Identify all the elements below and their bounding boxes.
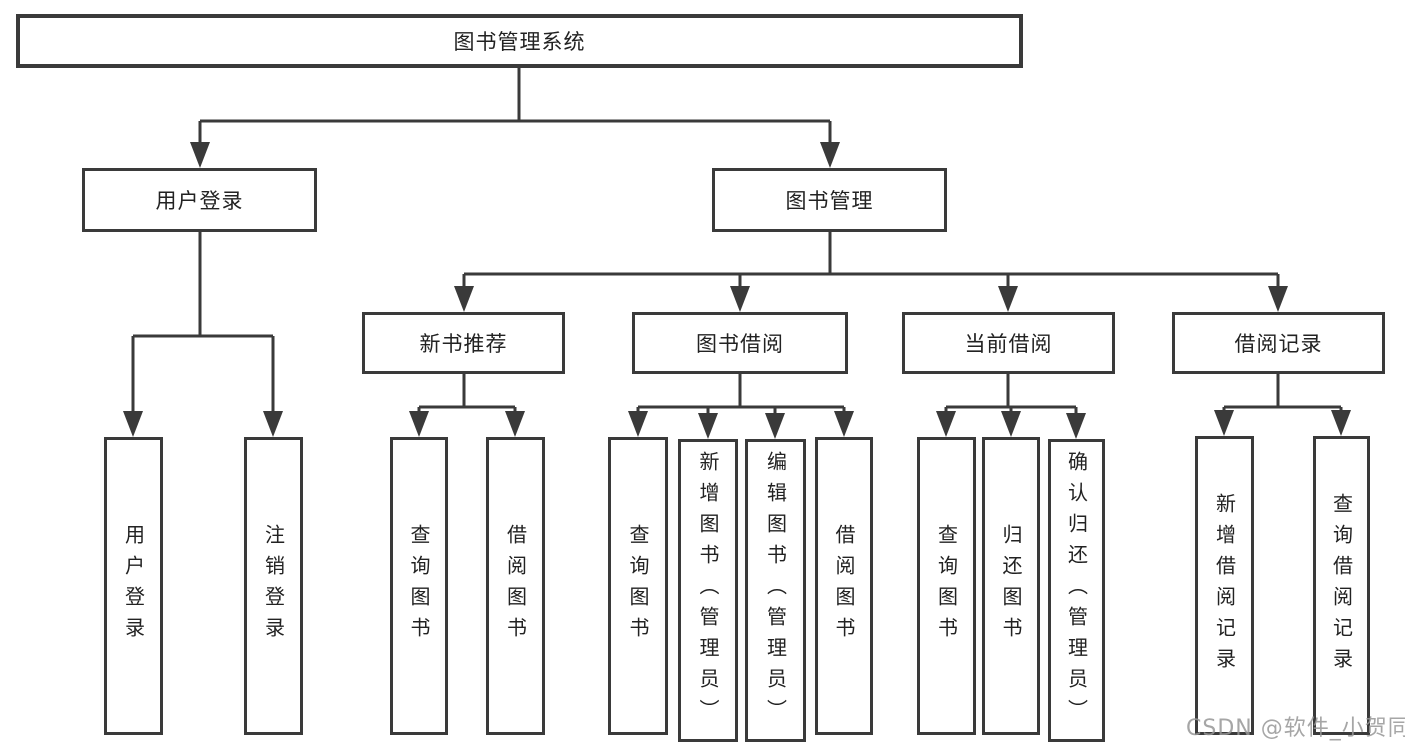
arrowhead-borrow [730, 286, 750, 312]
node-book-management: 图书管理 [712, 168, 947, 232]
leaf-br-add-record: 新增借阅记录 [1195, 436, 1254, 735]
arrowhead-rec-borrow [505, 411, 525, 437]
leaf-br-query-record: 查询借阅记录 [1313, 436, 1370, 735]
arrowhead-bb-edit [765, 413, 785, 439]
leaf-recommend-borrow-books-label: 借阅图书 [503, 524, 528, 648]
arrowhead-bb-query [628, 411, 648, 437]
arrowhead-br-add [1214, 410, 1234, 436]
arrowhead-cb-return [1001, 411, 1021, 437]
leaf-recommend-query-books: 查询图书 [390, 437, 448, 735]
arrowhead-leaf-logout [263, 411, 283, 437]
node-user-login-label: 用户登录 [155, 189, 244, 213]
arrowhead-record [1268, 286, 1288, 312]
leaf-bb-query-books: 查询图书 [608, 437, 668, 735]
leaf-bb-add-books-admin-label: 新增图书（管理员） [696, 451, 720, 730]
leaf-bb-add-books-admin: 新增图书（管理员） [678, 439, 738, 742]
arrowhead-book-mgmt [820, 142, 840, 168]
leaf-logout: 注销登录 [244, 437, 303, 735]
node-current-borrow: 当前借阅 [902, 312, 1115, 374]
arrowhead-cb-query [936, 411, 956, 437]
arrowhead-rec-query [409, 411, 429, 437]
node-root-label: 图书管理系统 [453, 30, 586, 54]
leaf-br-query-record-label: 查询借阅记录 [1329, 492, 1354, 679]
arrowhead-recommend [454, 286, 474, 312]
leaf-cb-query-books-label: 查询图书 [934, 524, 959, 648]
leaf-br-add-record-label: 新增借阅记录 [1212, 492, 1237, 679]
leaf-user-login: 用户登录 [104, 437, 163, 735]
node-root: 图书管理系统 [16, 14, 1023, 68]
arrowhead-leaf-user-login [123, 411, 143, 437]
arrowhead-br-query [1331, 410, 1351, 436]
leaf-bb-borrow-books-label: 借阅图书 [832, 524, 856, 648]
node-book-borrow-label: 图书借阅 [696, 332, 784, 356]
leaf-bb-query-books-label: 查询图书 [626, 524, 650, 648]
node-new-book-recommend-label: 新书推荐 [419, 332, 508, 356]
node-user-login: 用户登录 [82, 168, 317, 232]
node-borrow-record: 借阅记录 [1172, 312, 1385, 374]
node-book-borrow: 图书借阅 [632, 312, 848, 374]
leaf-recommend-query-books-label: 查询图书 [407, 524, 431, 648]
leaf-logout-label: 注销登录 [261, 524, 286, 648]
node-new-book-recommend: 新书推荐 [362, 312, 565, 374]
csdn-watermark: CSDN @软件_小贺同学 [1186, 716, 1405, 741]
node-current-borrow-label: 当前借阅 [964, 332, 1053, 356]
arrowhead-current [998, 286, 1018, 312]
leaf-cb-return-books: 归还图书 [982, 437, 1040, 735]
arrowhead-cb-confirm [1066, 413, 1086, 439]
arrowhead-bb-add [698, 413, 718, 439]
arrowhead-bb-borrow [834, 411, 854, 437]
leaf-cb-confirm-return-admin: 确认归还（管理员） [1048, 439, 1105, 742]
leaf-user-login-label: 用户登录 [121, 524, 146, 648]
node-borrow-record-label: 借阅记录 [1234, 332, 1323, 356]
node-book-management-label: 图书管理 [785, 189, 874, 213]
arrowhead-user-login [190, 142, 210, 168]
leaf-cb-return-books-label: 归还图书 [999, 524, 1023, 648]
leaf-cb-query-books: 查询图书 [917, 437, 976, 735]
leaf-bb-borrow-books: 借阅图书 [815, 437, 873, 735]
leaf-recommend-borrow-books: 借阅图书 [486, 437, 545, 735]
leaf-bb-edit-books-admin-label: 编辑图书（管理员） [763, 451, 788, 730]
leaf-cb-confirm-return-admin-label: 确认归还（管理员） [1064, 451, 1089, 730]
leaf-bb-edit-books-admin: 编辑图书（管理员） [745, 439, 806, 742]
